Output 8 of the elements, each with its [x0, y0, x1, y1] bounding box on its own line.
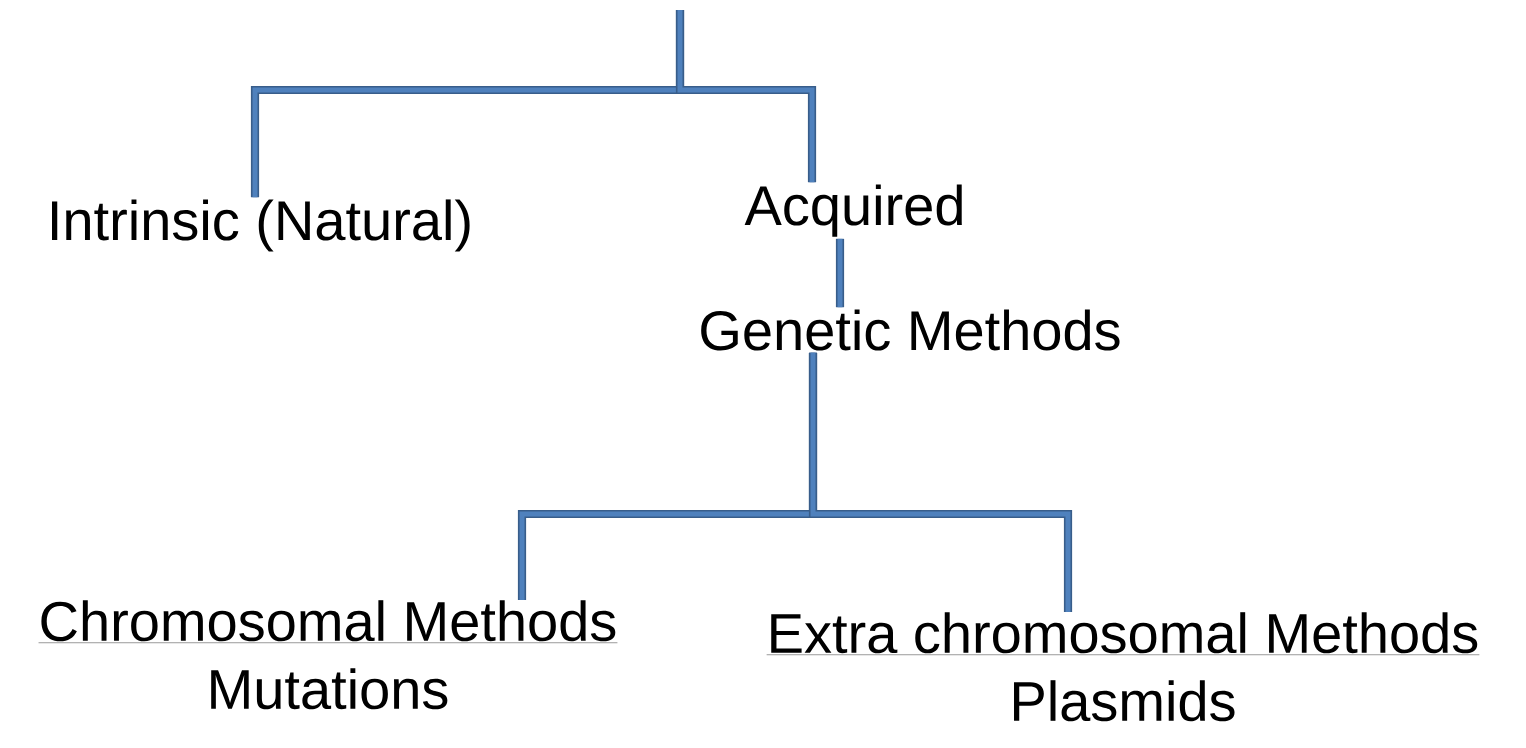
bracket-connector [808, 352, 1073, 612]
text-label: Extra chromosomal Methods Plasmids [766, 612, 1480, 722]
text-label: Intrinsic (Natural) [52, 199, 470, 252]
text-label: Genetic Methods [701, 309, 1120, 351]
text-label: Chromosomal Methods Mutations [38, 600, 618, 710]
bracket-connector [835, 238, 845, 308]
bracket-connector [675, 10, 817, 183]
text-label: Acquired [744, 184, 962, 237]
